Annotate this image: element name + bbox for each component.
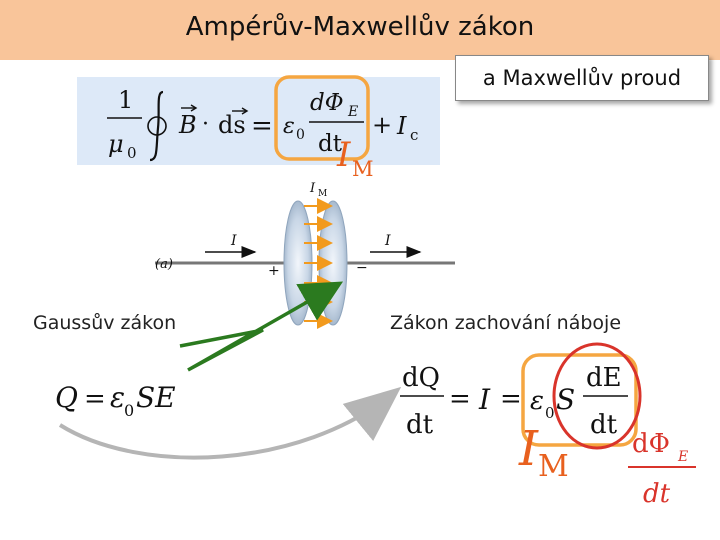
Ic-symbol: I bbox=[396, 112, 407, 140]
displacement-term-highlight bbox=[274, 75, 370, 161]
formula-background bbox=[77, 77, 440, 165]
cons-equals-1: = bbox=[449, 384, 471, 414]
green-zigzag-arrow bbox=[179, 281, 344, 372]
IM-top-subscript: M bbox=[352, 157, 374, 181]
cons-epsilon-sub: 0 bbox=[545, 404, 555, 422]
cons-I: I bbox=[478, 383, 491, 416]
dphi-numerator: dΦ bbox=[310, 90, 344, 116]
plus-sign: + bbox=[372, 111, 392, 139]
IM-bottom-symbol: I bbox=[518, 421, 539, 477]
gauss-epsilon: ε bbox=[110, 381, 125, 414]
gauss-epsilon-sub: 0 bbox=[124, 401, 134, 420]
epsilon-symbol: ε bbox=[283, 114, 295, 139]
cons-dt-2: dt bbox=[590, 410, 618, 440]
current-label-right: I bbox=[384, 233, 391, 249]
cons-equals-2: = bbox=[500, 384, 522, 414]
IM-small-label: I bbox=[309, 181, 316, 196]
cons-dE: dE bbox=[586, 363, 622, 393]
page-title: Ampérův-Maxwellův zákon bbox=[185, 12, 535, 42]
IM-top-symbol: I bbox=[336, 135, 351, 175]
flux-dt: dt bbox=[643, 479, 671, 509]
phi-subscript-E: E bbox=[347, 104, 358, 120]
IM-bottom-subscript: M bbox=[538, 449, 569, 484]
gauss-equals: = bbox=[84, 384, 106, 414]
equals-sign: = bbox=[251, 111, 273, 141]
B-vector: B bbox=[178, 111, 197, 139]
frac-one: 1 bbox=[118, 86, 133, 114]
flux-E-sub: E bbox=[677, 449, 688, 465]
cons-dQ: dQ bbox=[402, 363, 440, 393]
bottom-red-highlight bbox=[552, 342, 642, 450]
gauss-SE: SE bbox=[136, 381, 176, 414]
gauss-law-label: Gaussův zákon bbox=[33, 312, 177, 334]
cons-epsilon: ε bbox=[530, 386, 544, 416]
plus-charge: + bbox=[268, 263, 280, 279]
current-label-left: I bbox=[230, 233, 237, 249]
gray-curved-arrow bbox=[58, 386, 402, 460]
gauss-Q: Q bbox=[55, 381, 78, 414]
charge-conservation-label: Zákon zachování náboje bbox=[390, 312, 622, 334]
mu-symbol: μ bbox=[108, 130, 124, 158]
cons-dt-1: dt bbox=[406, 410, 434, 440]
case-label: (a) bbox=[155, 257, 173, 272]
title-bar bbox=[0, 0, 720, 60]
contour-integral-icon bbox=[149, 90, 164, 162]
minus-charge: − bbox=[356, 260, 368, 276]
flux-dPhi: dΦ bbox=[632, 429, 670, 459]
IM-small-subscript: M bbox=[318, 189, 327, 199]
dot-operator: · bbox=[202, 112, 209, 137]
maxwell-current-callout: a Maxwellův proud bbox=[455, 55, 709, 101]
Ic-subscript: c bbox=[410, 126, 418, 144]
cons-S: S bbox=[556, 383, 575, 416]
dt-denominator: dt bbox=[318, 131, 343, 157]
epsilon-subscript: 0 bbox=[296, 127, 305, 143]
mu-subscript: 0 bbox=[127, 144, 137, 162]
ds-vector: ds bbox=[218, 111, 246, 139]
